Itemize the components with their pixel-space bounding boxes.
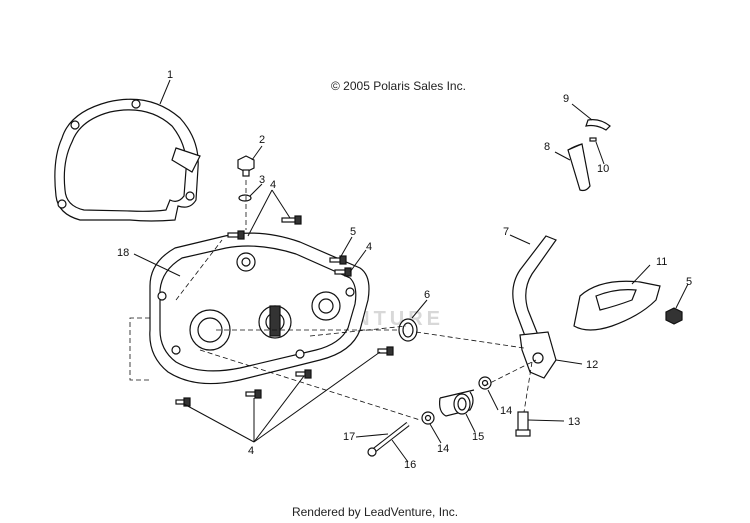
callout-14-left: 14 (437, 443, 449, 455)
callout-5-left: 5 (350, 226, 356, 238)
washer-14-part (421, 376, 492, 425)
callout-14-right: 14 (500, 405, 512, 417)
washer-part (238, 194, 252, 202)
transmission-cover-part (149, 232, 370, 385)
plate-bolt-part (665, 307, 683, 325)
shift-knob-part (567, 143, 591, 192)
callout-12: 12 (586, 359, 598, 371)
knob-clip-part (589, 137, 597, 142)
callout-8: 8 (544, 141, 550, 153)
callout-5-right: 5 (686, 276, 692, 288)
callout-15: 15 (472, 431, 484, 443)
callout-labels: 1 2 3 4 5 4 18 6 7 8 9 10 11 5 12 13 14 … (117, 69, 692, 471)
callout-17: 17 (343, 431, 355, 443)
breather-fitting-part (237, 155, 255, 177)
copyright-text: © 2005 Polaris Sales Inc. (331, 79, 466, 93)
shift-plate-part (573, 280, 661, 331)
shift-lever-part (512, 235, 557, 379)
knob-cap-part (585, 119, 611, 131)
spring-part (439, 389, 475, 417)
leader-lines (133, 79, 689, 463)
callout-7: 7 (503, 226, 509, 238)
callout-6: 6 (424, 289, 430, 301)
callout-18: 18 (117, 247, 129, 259)
callout-4-right: 4 (366, 241, 372, 253)
assembly-guide-lines (129, 180, 537, 421)
callout-11: 11 (656, 256, 667, 268)
shaft-part (367, 422, 410, 457)
callout-1: 1 (167, 69, 173, 81)
callout-4-bottom: 4 (248, 445, 254, 457)
callout-13: 13 (568, 416, 580, 428)
callout-10: 10 (597, 163, 609, 175)
seal-part (398, 318, 418, 342)
callout-3: 3 (259, 174, 265, 186)
gasket-part (54, 98, 201, 222)
callout-4-top: 4 (270, 179, 276, 191)
bolts-part (175, 215, 394, 407)
callout-16: 16 (404, 459, 416, 471)
callout-9: 9 (563, 93, 569, 105)
rendered-by-text: Rendered by LeadVenture, Inc. (291, 505, 459, 519)
pivot-pin-part (515, 411, 531, 437)
callout-2: 2 (259, 134, 265, 146)
